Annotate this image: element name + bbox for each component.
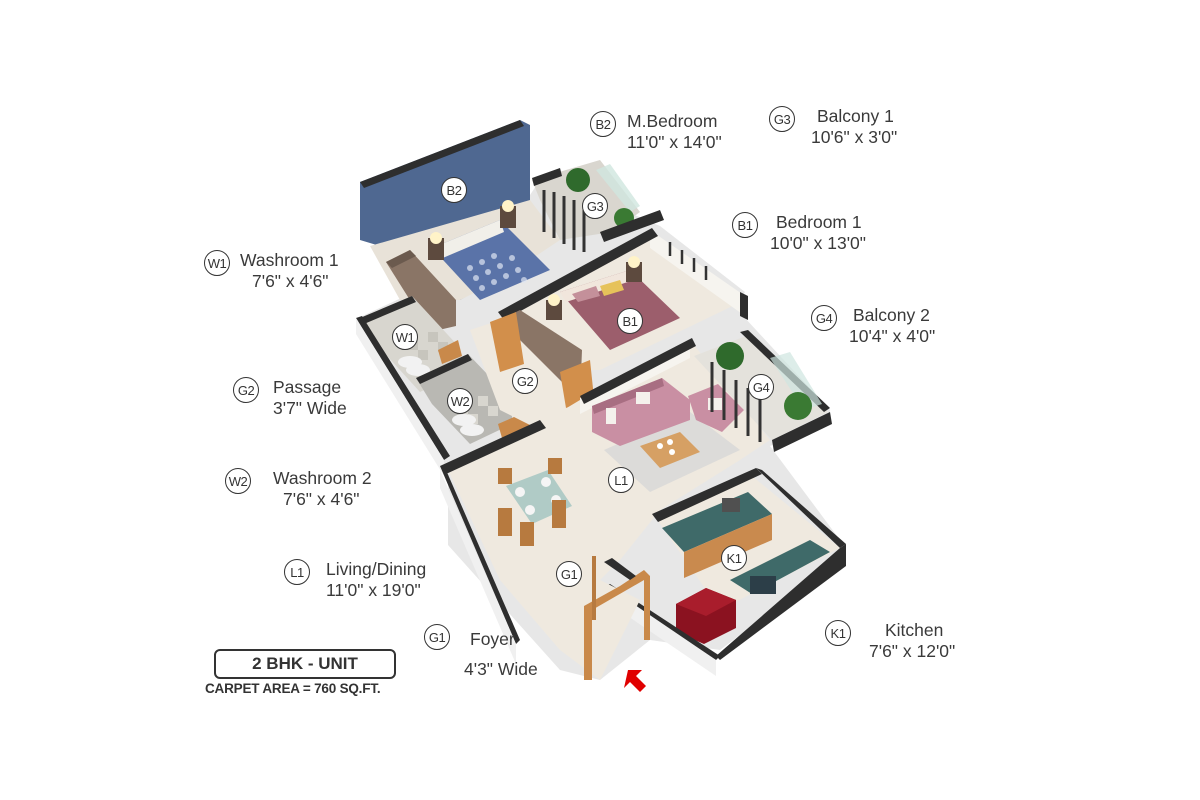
room-size: 11'0" x 14'0" [627, 132, 722, 152]
legend-living-dining: L1 Living/Dining 11'0" x 19'0" [284, 559, 426, 601]
room-size: 11'0" x 19'0" [326, 580, 421, 600]
room-size: 3'7" Wide [273, 398, 347, 418]
map-marker-b1: B1 [617, 308, 643, 334]
map-marker-g1: G1 [556, 561, 582, 587]
map-marker-g4: G4 [748, 374, 774, 400]
room-name: Washroom 2 [273, 468, 372, 488]
room-name: Balcony 1 [817, 106, 894, 126]
legend-kitchen: K1 Kitchen 7'6" x 12'0" [825, 620, 955, 662]
room-code-badge: G2 [233, 377, 259, 403]
room-code-badge: W2 [225, 468, 251, 494]
legend-passage: G2 Passage 3'7" Wide [233, 377, 347, 419]
room-living-dining [440, 338, 770, 664]
legend-washroom-1: W1 Washroom 1 7'6" x 4'6" [204, 250, 339, 292]
map-marker-w2: W2 [447, 388, 473, 414]
map-marker-g2: G2 [512, 368, 538, 394]
legend-foyer: G1 Foyer 4'3" Wide [424, 624, 538, 684]
legend-m-bedroom: B2 M.Bedroom 11'0" x 14'0" [590, 111, 722, 153]
room-size: 7'6" x 4'6" [283, 489, 360, 509]
map-marker-l1: L1 [608, 467, 634, 493]
room-name: Foyer [470, 629, 515, 649]
room-code-badge: G4 [811, 305, 837, 331]
room-name: Bedroom 1 [776, 212, 862, 232]
room-size: 7'6" x 4'6" [252, 271, 329, 291]
legend-balcony-1: G3 Balcony 1 10'6" x 3'0" [769, 106, 897, 148]
room-name: Passage [273, 377, 342, 397]
room-code-badge: L1 [284, 559, 310, 585]
room-name: Living/Dining [326, 559, 427, 579]
legend-bedroom-1: B1 Bedroom 1 10'0" x 13'0" [732, 212, 866, 254]
legend-washroom-2: W2 Washroom 2 7'6" x 4'6" [225, 468, 372, 510]
room-bedroom-1 [498, 228, 748, 400]
map-marker-g3: G3 [582, 193, 608, 219]
room-name: M.Bedroom [627, 111, 718, 131]
room-name: Washroom 1 [240, 250, 339, 270]
room-size: 4'3" Wide [464, 659, 538, 679]
room-size: 10'0" x 13'0" [770, 233, 866, 253]
map-marker-w1: W1 [392, 324, 418, 350]
room-size: 10'4" x 4'0" [849, 326, 936, 346]
room-code-badge: G1 [424, 624, 450, 650]
legend-balcony-2: G4 Balcony 2 10'4" x 4'0" [811, 305, 935, 347]
room-code-badge: B2 [590, 111, 616, 137]
room-master-bedroom [360, 120, 560, 332]
entry-arrow-icon [624, 670, 646, 692]
room-code-badge: G3 [769, 106, 795, 132]
room-size: 7'6" x 12'0" [869, 641, 956, 661]
room-name: Kitchen [885, 620, 944, 640]
room-code-badge: B1 [732, 212, 758, 238]
room-name: Balcony 2 [853, 305, 930, 325]
unit-type-label: 2 BHK - UNIT [214, 649, 396, 679]
room-kitchen [604, 468, 846, 676]
room-code-badge: W1 [204, 250, 230, 276]
map-marker-k1: K1 [721, 545, 747, 571]
map-marker-b2: B2 [441, 177, 467, 203]
carpet-area-label: CARPET AREA = 760 SQ.FT. [205, 681, 381, 696]
room-size: 10'6" x 3'0" [811, 127, 898, 147]
room-foyer [560, 556, 650, 680]
room-code-badge: K1 [825, 620, 851, 646]
